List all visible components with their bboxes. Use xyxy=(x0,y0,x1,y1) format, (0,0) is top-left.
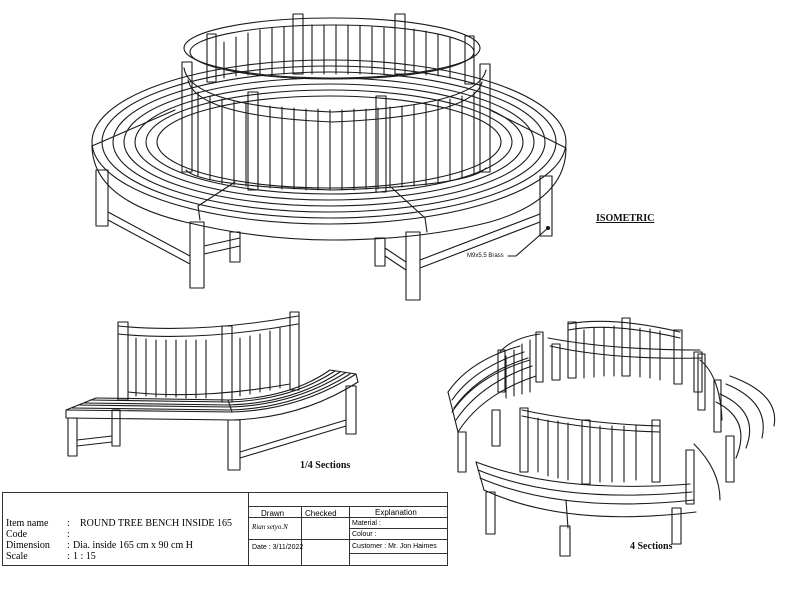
explanation-header: Explanation xyxy=(375,508,417,517)
isometric-label: ISOMETRIC xyxy=(596,213,655,224)
code-sep: : xyxy=(67,529,70,540)
scale-key: Scale xyxy=(6,551,28,562)
quarter-section-drawing xyxy=(65,311,359,471)
drawn-signature: Rian setyo.N xyxy=(252,523,288,531)
dimension-sep: : xyxy=(67,540,70,551)
title-block: Item name : ROUND TREE BENCH INSIDE 165 … xyxy=(2,492,448,566)
customer-field: Customer : Mr. Jon Haimes xyxy=(352,543,437,550)
scale-sep: : xyxy=(67,551,70,562)
code-key: Code xyxy=(6,529,28,540)
fastener-note: M9x5.5 Brass xyxy=(467,253,504,259)
date-field: Date : 3/11/2022 xyxy=(252,544,304,551)
item-name-sep: : xyxy=(67,518,70,529)
drawn-header: Drawn xyxy=(261,509,285,518)
dimension-value: Dia. inside 165 cm x 90 cm H xyxy=(73,540,193,551)
isometric-bench-drawing xyxy=(91,13,567,301)
checked-header: Checked xyxy=(305,509,337,518)
item-name-key: Item name xyxy=(6,518,49,529)
dimension-key: Dimension xyxy=(6,540,50,551)
item-name-value: ROUND TREE BENCH INSIDE 165 xyxy=(80,518,233,529)
four-sections-label: 4 Sections xyxy=(630,541,673,552)
colour-field: Colour : xyxy=(352,531,377,538)
scale-value: 1 : 15 xyxy=(73,551,96,562)
quarter-sections-label: 1/4 Sections xyxy=(300,460,351,471)
material-field: Material : xyxy=(352,520,381,527)
four-sections-drawing xyxy=(447,317,776,557)
